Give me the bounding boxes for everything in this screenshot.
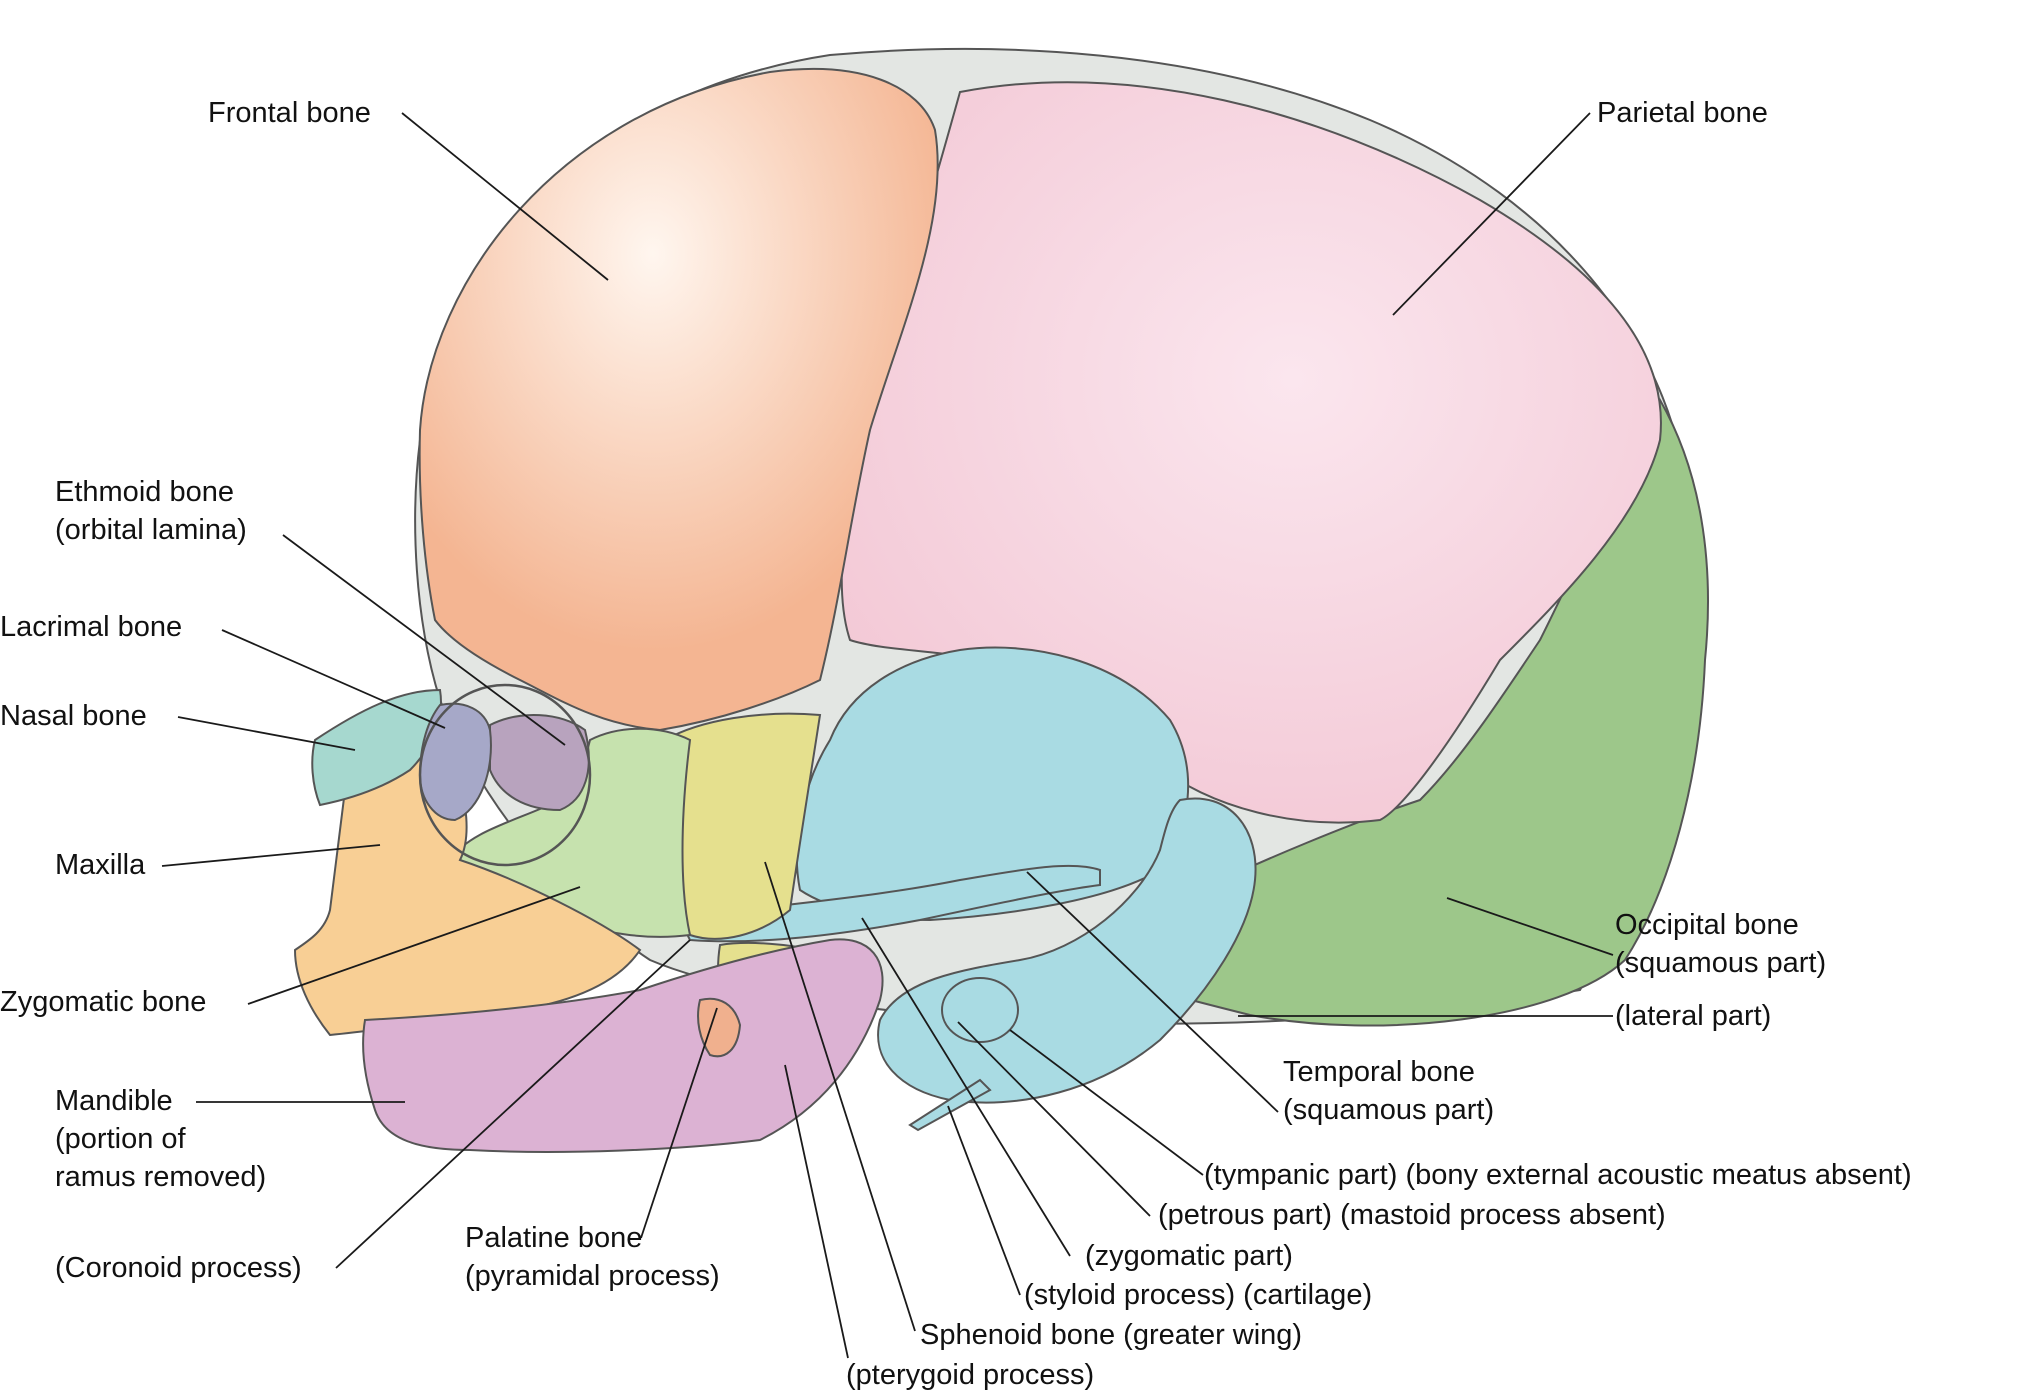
label-lateral-part: (lateral part) bbox=[1615, 1000, 1772, 1032]
leader-sphenoid bbox=[764, 861, 916, 1332]
label-tympanic-part: (tympanic part) (bony external acoustic … bbox=[1204, 1159, 1912, 1191]
label-nasal-bone: Nasal bone bbox=[0, 700, 147, 732]
label-sphenoid-bone: Sphenoid bone (greater wing) bbox=[920, 1319, 1303, 1351]
leader-lacrimal bbox=[221, 629, 446, 729]
leader-petrous bbox=[957, 1021, 1151, 1217]
nasal-bone bbox=[311, 688, 442, 807]
label-pterygoid-process: (pterygoid process) bbox=[846, 1359, 1095, 1391]
tympanic-ring bbox=[941, 977, 1019, 1043]
mandible bbox=[362, 938, 884, 1153]
leader-styloid bbox=[947, 1105, 1021, 1296]
label-coronoid-process: (Coronoid process) bbox=[55, 1252, 302, 1284]
leader-temporal bbox=[1026, 871, 1279, 1113]
label-maxilla: Maxilla bbox=[55, 849, 146, 881]
occipital-bone bbox=[1128, 397, 1709, 1027]
leader-pterygoid bbox=[784, 1064, 849, 1359]
leader-parietal bbox=[1392, 112, 1591, 316]
label-occipital-bone: Occipital bone (squamous part) bbox=[1615, 909, 1827, 979]
label-zygomatic-bone: Zygomatic bone bbox=[0, 986, 207, 1018]
temporal-petrous bbox=[877, 797, 1257, 1104]
leader-lines bbox=[161, 112, 1614, 1359]
leader-frontal bbox=[401, 112, 609, 281]
leader-maxilla bbox=[161, 844, 381, 867]
label-palatine-bone: Palatine bone (pyramidal process) bbox=[465, 1222, 720, 1292]
frontal-bone bbox=[418, 68, 939, 732]
label-petrous-part: (petrous part) (mastoid process absent) bbox=[1158, 1199, 1666, 1231]
leader-occipital bbox=[1446, 897, 1614, 956]
leader-palatine bbox=[640, 1007, 718, 1239]
orbit bbox=[418, 683, 592, 867]
palatine-bone bbox=[697, 997, 742, 1058]
label-temporal-bone: Temporal bone (squamous part) bbox=[1283, 1056, 1495, 1126]
label-ethmoid-bone: Ethmoid bone (orbital lamina) bbox=[55, 476, 247, 546]
leader-ethmoid bbox=[282, 534, 566, 746]
leader-tympanic bbox=[1009, 1029, 1204, 1176]
label-mandible: Mandible (portion of ramus removed) bbox=[55, 1085, 267, 1193]
label-styloid-process: (styloid process) (cartilage) bbox=[1024, 1279, 1373, 1311]
leader-nasal bbox=[177, 716, 356, 751]
leader-zygomatic bbox=[247, 886, 581, 1005]
leader-coronoid bbox=[335, 939, 691, 1269]
label-lacrimal-bone: Lacrimal bone bbox=[0, 611, 183, 643]
ethmoid-bone bbox=[489, 713, 590, 812]
label-parietal-bone: Parietal bone bbox=[1597, 97, 1768, 129]
leader-zygomatic-part bbox=[861, 917, 1071, 1257]
label-frontal-bone: Frontal bone bbox=[208, 97, 371, 129]
label-zygomatic-part: (zygomatic part) bbox=[1085, 1240, 1293, 1272]
